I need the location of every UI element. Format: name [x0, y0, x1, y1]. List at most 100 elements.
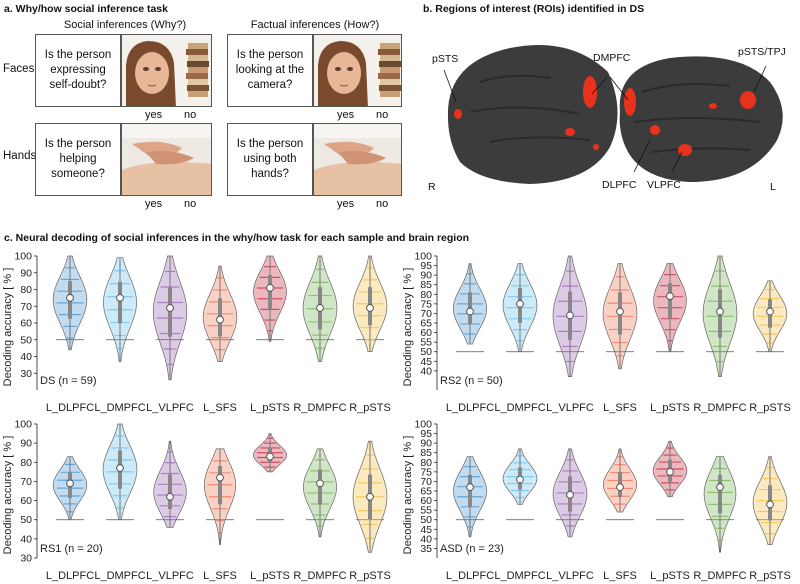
y-tick-label: 45 — [420, 356, 432, 368]
median-marker — [316, 479, 324, 488]
face-image — [121, 34, 212, 107]
y-tick-label: 100 — [14, 419, 32, 431]
y-tick-label: 75 — [420, 298, 432, 310]
median-marker — [616, 307, 624, 316]
y-tick-label: 95 — [420, 428, 432, 440]
median-marker — [366, 304, 374, 312]
y-tick-label: 100 — [14, 251, 32, 263]
median-marker — [316, 304, 324, 312]
y-tick-label: 50 — [20, 334, 32, 346]
x-tick-label: L_pSTS — [250, 402, 290, 414]
y-tick-label: 40 — [20, 351, 32, 363]
label-DLPFC: DLPFC — [602, 179, 637, 191]
x-tick-label: L_DMPFC — [494, 570, 545, 582]
iqr-box — [718, 474, 722, 514]
answer-yes: yes — [145, 198, 163, 210]
answer-yes: yes — [145, 109, 163, 121]
y-tick-label: 90 — [20, 267, 32, 279]
median-marker — [166, 304, 174, 312]
y-tick-label: 80 — [420, 457, 432, 469]
x-tick-label: L_SFS — [603, 570, 637, 582]
x-tick-label: L_pSTS — [250, 570, 290, 582]
x-tick-label: R_DMPFC — [293, 402, 346, 414]
y-axis-label: Decoding accuracy [ % ] — [402, 268, 414, 387]
answer-no: no — [184, 109, 197, 121]
x-tick-label: L_VLPFC — [546, 402, 594, 414]
median-marker — [766, 500, 774, 509]
y-tick-label: 60 — [420, 327, 432, 339]
x-tick-label: R_DMPFC — [293, 570, 346, 582]
y-tick-label: 55 — [420, 505, 432, 517]
median-marker — [66, 293, 74, 302]
sample-label: RS2 (n = 50) — [440, 375, 503, 387]
iqr-box — [668, 283, 672, 319]
question-social-hands: Is the person helping someone? — [35, 123, 121, 196]
y-tick-label: 70 — [420, 308, 432, 320]
x-tick-label: L_DLPFC — [446, 402, 494, 414]
median-marker — [166, 492, 174, 501]
row-label-faces: Faces — [3, 63, 35, 75]
question-factual-faces: Is the person looking at the camera? — [227, 34, 313, 107]
hands-image — [121, 123, 212, 196]
y-axis-label: Decoding accuracy [ % ] — [402, 436, 414, 555]
median-marker — [116, 293, 124, 302]
x-tick-label: L_SFS — [603, 402, 637, 414]
median-marker — [766, 307, 774, 316]
answer-yes: yes — [337, 109, 355, 121]
question-social-faces: Is the person expressing self-doubt? — [35, 34, 121, 107]
y-tick-label: 90 — [420, 438, 432, 450]
x-tick-label: L_DMPFC — [94, 402, 145, 414]
label-DMPFC: DMPFC — [593, 52, 631, 64]
x-tick-label: L_VLPFC — [546, 570, 594, 582]
y-tick-label: 75 — [420, 466, 432, 478]
y-tick-label: 40 — [420, 533, 432, 545]
y-tick-label: 60 — [20, 495, 32, 507]
x-tick-label: L_DLPFC — [446, 570, 494, 582]
hands-photo-illustration — [314, 124, 401, 195]
x-tick-label: L_DMPFC — [94, 570, 145, 582]
face-photo-illustration — [314, 35, 401, 106]
median-marker — [66, 479, 74, 488]
y-tick-label: 95 — [420, 260, 432, 272]
y-tick-label: 70 — [20, 301, 32, 313]
books-stack — [186, 43, 209, 97]
median-marker — [566, 311, 574, 320]
question-factual-hands: Is the person using both hands? — [227, 123, 313, 196]
y-tick-label: 45 — [420, 524, 432, 536]
median-marker — [516, 299, 524, 308]
y-tick-label: 55 — [420, 337, 432, 349]
x-tick-label: R_DMPFC — [693, 402, 746, 414]
y-tick-label: 85 — [420, 279, 432, 291]
y-tick-label: 100 — [414, 251, 432, 263]
panel-b-title: b. Regions of interest (ROIs) identified… — [423, 3, 645, 15]
panel-a-title: a. Why/how social inference task — [4, 3, 168, 15]
iqr-box — [268, 275, 272, 310]
x-tick-label: L_pSTS — [650, 570, 690, 582]
y-tick-label: 80 — [420, 289, 432, 301]
y-tick-label: 50 — [420, 346, 432, 358]
answer-no: no — [376, 109, 389, 121]
median-marker — [366, 492, 374, 501]
x-tick-label: R_pSTS — [749, 402, 791, 414]
y-tick-label: 40 — [20, 533, 32, 545]
y-tick-label: 90 — [20, 438, 32, 450]
y-tick-label: 90 — [420, 270, 432, 282]
label-leader-lines — [443, 65, 767, 173]
median-marker — [216, 473, 224, 482]
median-marker — [266, 283, 274, 292]
books-stack — [378, 43, 401, 97]
median-marker — [116, 464, 124, 472]
y-tick-label: 85 — [420, 447, 432, 459]
right-hemisphere — [447, 45, 618, 184]
y-tick-label: 60 — [420, 495, 432, 507]
social-heading: Social inferences (Why?) — [63, 19, 187, 31]
median-marker — [716, 307, 724, 316]
x-tick-label: L_pSTS — [650, 402, 690, 414]
sample-label: DS (n = 59) — [40, 375, 97, 387]
y-tick-label: 80 — [20, 457, 32, 469]
y-tick-label: 50 — [420, 514, 432, 526]
panel-c-title: c. Neural decoding of social inferences … — [4, 232, 470, 244]
